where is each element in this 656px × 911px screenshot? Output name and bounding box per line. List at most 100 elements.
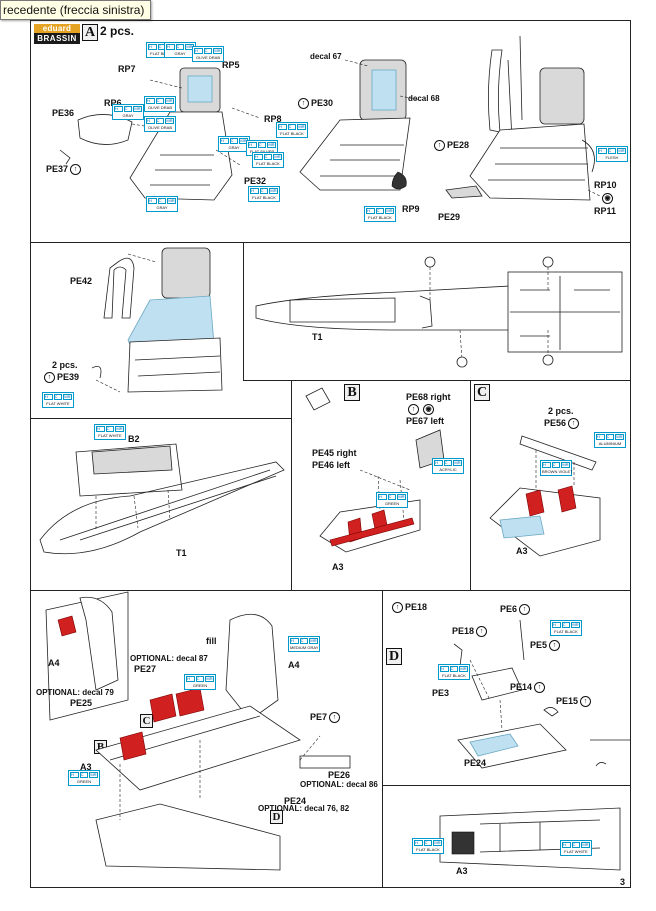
- bend-symbol-icon: ↑: [329, 712, 341, 724]
- part-label-t1-top: T1: [312, 332, 323, 342]
- paint-code-row: HCMRP: [194, 48, 223, 54]
- page-number: 3: [620, 877, 626, 887]
- part-label-pe15-text: PE15: [556, 696, 579, 706]
- optional-decal-79: OPTIONAL: decal 79: [36, 688, 114, 697]
- paint-code-cell: C: [203, 48, 213, 54]
- part-label-pe25: PE25: [70, 698, 93, 708]
- part-label-pe14: PE14↑: [510, 682, 547, 694]
- color-callout: HCMRPFLAT BLACK: [364, 206, 396, 222]
- paint-code-cell: C: [175, 44, 185, 50]
- paint-color-name: FLAT BLACK: [252, 195, 276, 200]
- paint-code-cell: H: [96, 426, 105, 432]
- paint-color-name: ACRYLIC: [439, 467, 457, 472]
- paint-code-row: HCMRP: [596, 434, 625, 440]
- bend-rotate-icons: ↑◉: [406, 404, 436, 416]
- paint-code-cell: C: [229, 138, 239, 144]
- paint-color-name: GRAY: [174, 51, 186, 56]
- part-label-pe6: PE6↑: [500, 604, 532, 616]
- paint-color-name: FLAT WHITE: [564, 849, 588, 854]
- paint-code-cell: H: [194, 48, 203, 54]
- paint-code-cell: H: [414, 840, 423, 846]
- fuselage-t1-top: [255, 256, 623, 368]
- optional-decal-86: OPTIONAL: decal 86: [300, 780, 378, 789]
- tooltip: recedente (freccia sinistra): [0, 0, 152, 20]
- paint-code-cell: H: [146, 118, 155, 124]
- paint-code-cell: H: [44, 394, 53, 400]
- paint-code-cell: MRP: [205, 676, 215, 682]
- part-label-pe45: PE45 right: [312, 448, 357, 458]
- paint-code-cell: C: [257, 142, 267, 148]
- paint-code-cell: MRP: [397, 494, 407, 500]
- paint-code-cell: H: [70, 772, 79, 778]
- part-label-pe18: PE18↑: [452, 626, 489, 638]
- part-label-a4-right: A4: [288, 660, 300, 670]
- paint-color-name: GREEN: [192, 683, 208, 688]
- part-label-pe5-text: PE5: [530, 640, 548, 650]
- paint-code-cell: MRP: [297, 124, 307, 130]
- section-d-drawing: [453, 619, 630, 769]
- section-letter-d: D: [386, 648, 402, 665]
- paint-color-name: GREEN: [384, 501, 400, 506]
- paint-code-row: HCMRP: [146, 118, 175, 124]
- paint-code-row: HCMRP: [148, 198, 177, 204]
- part-label-a3-e: A3: [456, 866, 468, 876]
- part-label-rp11: RP11: [594, 206, 617, 216]
- paint-code-cell: C: [287, 124, 297, 130]
- color-callout: HCMRPFLAT BLACK: [438, 664, 470, 680]
- part-label-t1-bottom: T1: [176, 548, 187, 558]
- part-label-pe56-qty: 2 pcs.: [548, 406, 574, 416]
- paint-color-name: FLESH: [605, 155, 619, 160]
- color-callout: HCMRPFLAT BLACK: [248, 186, 280, 202]
- color-callout: HCMRPFLAT WHITE: [94, 424, 126, 440]
- paint-color-name: GREEN: [76, 779, 92, 784]
- bend-symbol-icon: ↑: [434, 140, 445, 152]
- logo-text-top: eduard: [34, 24, 80, 33]
- paint-code-cell: C: [299, 638, 309, 644]
- paint-code-row: HCMRP: [250, 188, 279, 194]
- part-label-pe7-text: PE7: [310, 712, 328, 722]
- color-callout: HCMRPFLAT WHITE: [42, 392, 74, 408]
- paint-color-name: GRAY: [122, 113, 134, 118]
- paint-code-row: HCMRP: [440, 666, 469, 672]
- paint-code-cell: C: [79, 772, 89, 778]
- paint-code-cell: H: [250, 188, 259, 194]
- paint-code-row: HCMRP: [434, 460, 463, 466]
- color-callout: HCMRPFLESH: [596, 146, 628, 162]
- paint-color-name: FLAT BLACK: [416, 847, 440, 852]
- paint-color-name: ALUMINIUM: [598, 441, 622, 446]
- divider: [470, 380, 471, 591]
- paint-code-cell: MRP: [63, 394, 73, 400]
- paint-code-cell: H: [186, 676, 195, 682]
- part-label-pe42: PE42: [70, 276, 93, 286]
- bend-symbol-icon: ↑: [519, 604, 531, 616]
- paint-code-cell: MRP: [133, 106, 143, 112]
- part-label-pe56-text: PE56: [544, 418, 567, 428]
- color-callout: HCMRPGREEN: [184, 674, 216, 690]
- paint-color-name: FLAT BLACK: [554, 629, 578, 634]
- part-label-pe30: ↑PE30: [296, 98, 333, 110]
- paint-code-cell: C: [157, 198, 167, 204]
- paint-code-row: HCMRP: [562, 842, 591, 848]
- paint-color-name: FLAT BLACK: [368, 215, 392, 220]
- paint-code-cell: MRP: [615, 434, 625, 440]
- paint-code-row: HCMRP: [186, 676, 215, 682]
- paint-code-cell: C: [571, 842, 581, 848]
- paint-code-row: HCMRP: [146, 98, 175, 104]
- paint-code-cell: MRP: [571, 622, 581, 628]
- paint-code-cell: H: [596, 434, 605, 440]
- paint-code-cell: MRP: [561, 462, 571, 468]
- paint-code-cell: C: [53, 394, 63, 400]
- paint-code-row: HCMRP: [114, 106, 143, 112]
- paint-code-cell: H: [562, 842, 571, 848]
- section-a-quantity: 2 pcs.: [100, 24, 135, 38]
- section-letter-c: C: [474, 384, 490, 401]
- paint-color-name: FLAT BLACK: [280, 131, 304, 136]
- paint-code-cell: H: [148, 44, 157, 50]
- part-label-pe14-text: PE14: [510, 682, 533, 692]
- color-callout: HCMRPGREEN: [68, 770, 100, 786]
- divider: [291, 380, 292, 591]
- ejection-seat-2: [299, 59, 421, 191]
- bend-symbol-icon: ↑: [476, 626, 488, 638]
- paint-color-name: GRAY: [156, 205, 168, 210]
- paint-code-row: HCMRP: [254, 154, 283, 160]
